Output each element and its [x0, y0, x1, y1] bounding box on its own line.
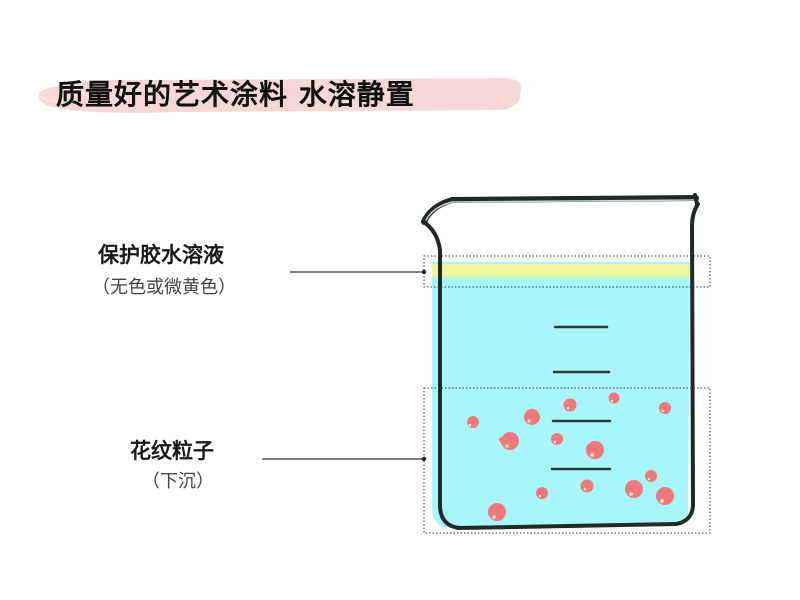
particle: [608, 392, 620, 404]
particle: [659, 402, 671, 414]
particle: [645, 470, 657, 482]
particle: [551, 433, 563, 445]
colloid-layer: [432, 264, 689, 277]
colloid-sublabel: （无色或微黄色）: [92, 277, 236, 298]
pink-brush-stroke: [37, 78, 522, 113]
colloid-label: 保护胶水溶液: [98, 243, 224, 267]
particle: [536, 487, 548, 499]
water-fill: [432, 262, 690, 528]
particle: [524, 409, 540, 425]
colloid-callout-box: [423, 255, 711, 288]
particles-callout-box: [423, 387, 711, 534]
particle: [499, 437, 505, 443]
page-title: 质量好的艺术涂料 水溶静置: [56, 78, 415, 111]
particle: [580, 479, 594, 493]
particle: [501, 432, 519, 450]
particles-label: 花纹粒子: [130, 439, 214, 463]
particles-sublabel: （下沉）: [142, 471, 214, 492]
beaker-outline: [421, 193, 700, 530]
particle: [625, 480, 643, 498]
particle: [656, 487, 674, 505]
particle: [586, 441, 604, 459]
particle: [563, 398, 577, 412]
particle: [467, 416, 479, 428]
title-banner: 质量好的艺术涂料 水溶静置: [36, 70, 526, 120]
particle: [488, 503, 506, 521]
graduation-marks: [550, 325, 612, 471]
pattern-particles: [467, 392, 674, 521]
